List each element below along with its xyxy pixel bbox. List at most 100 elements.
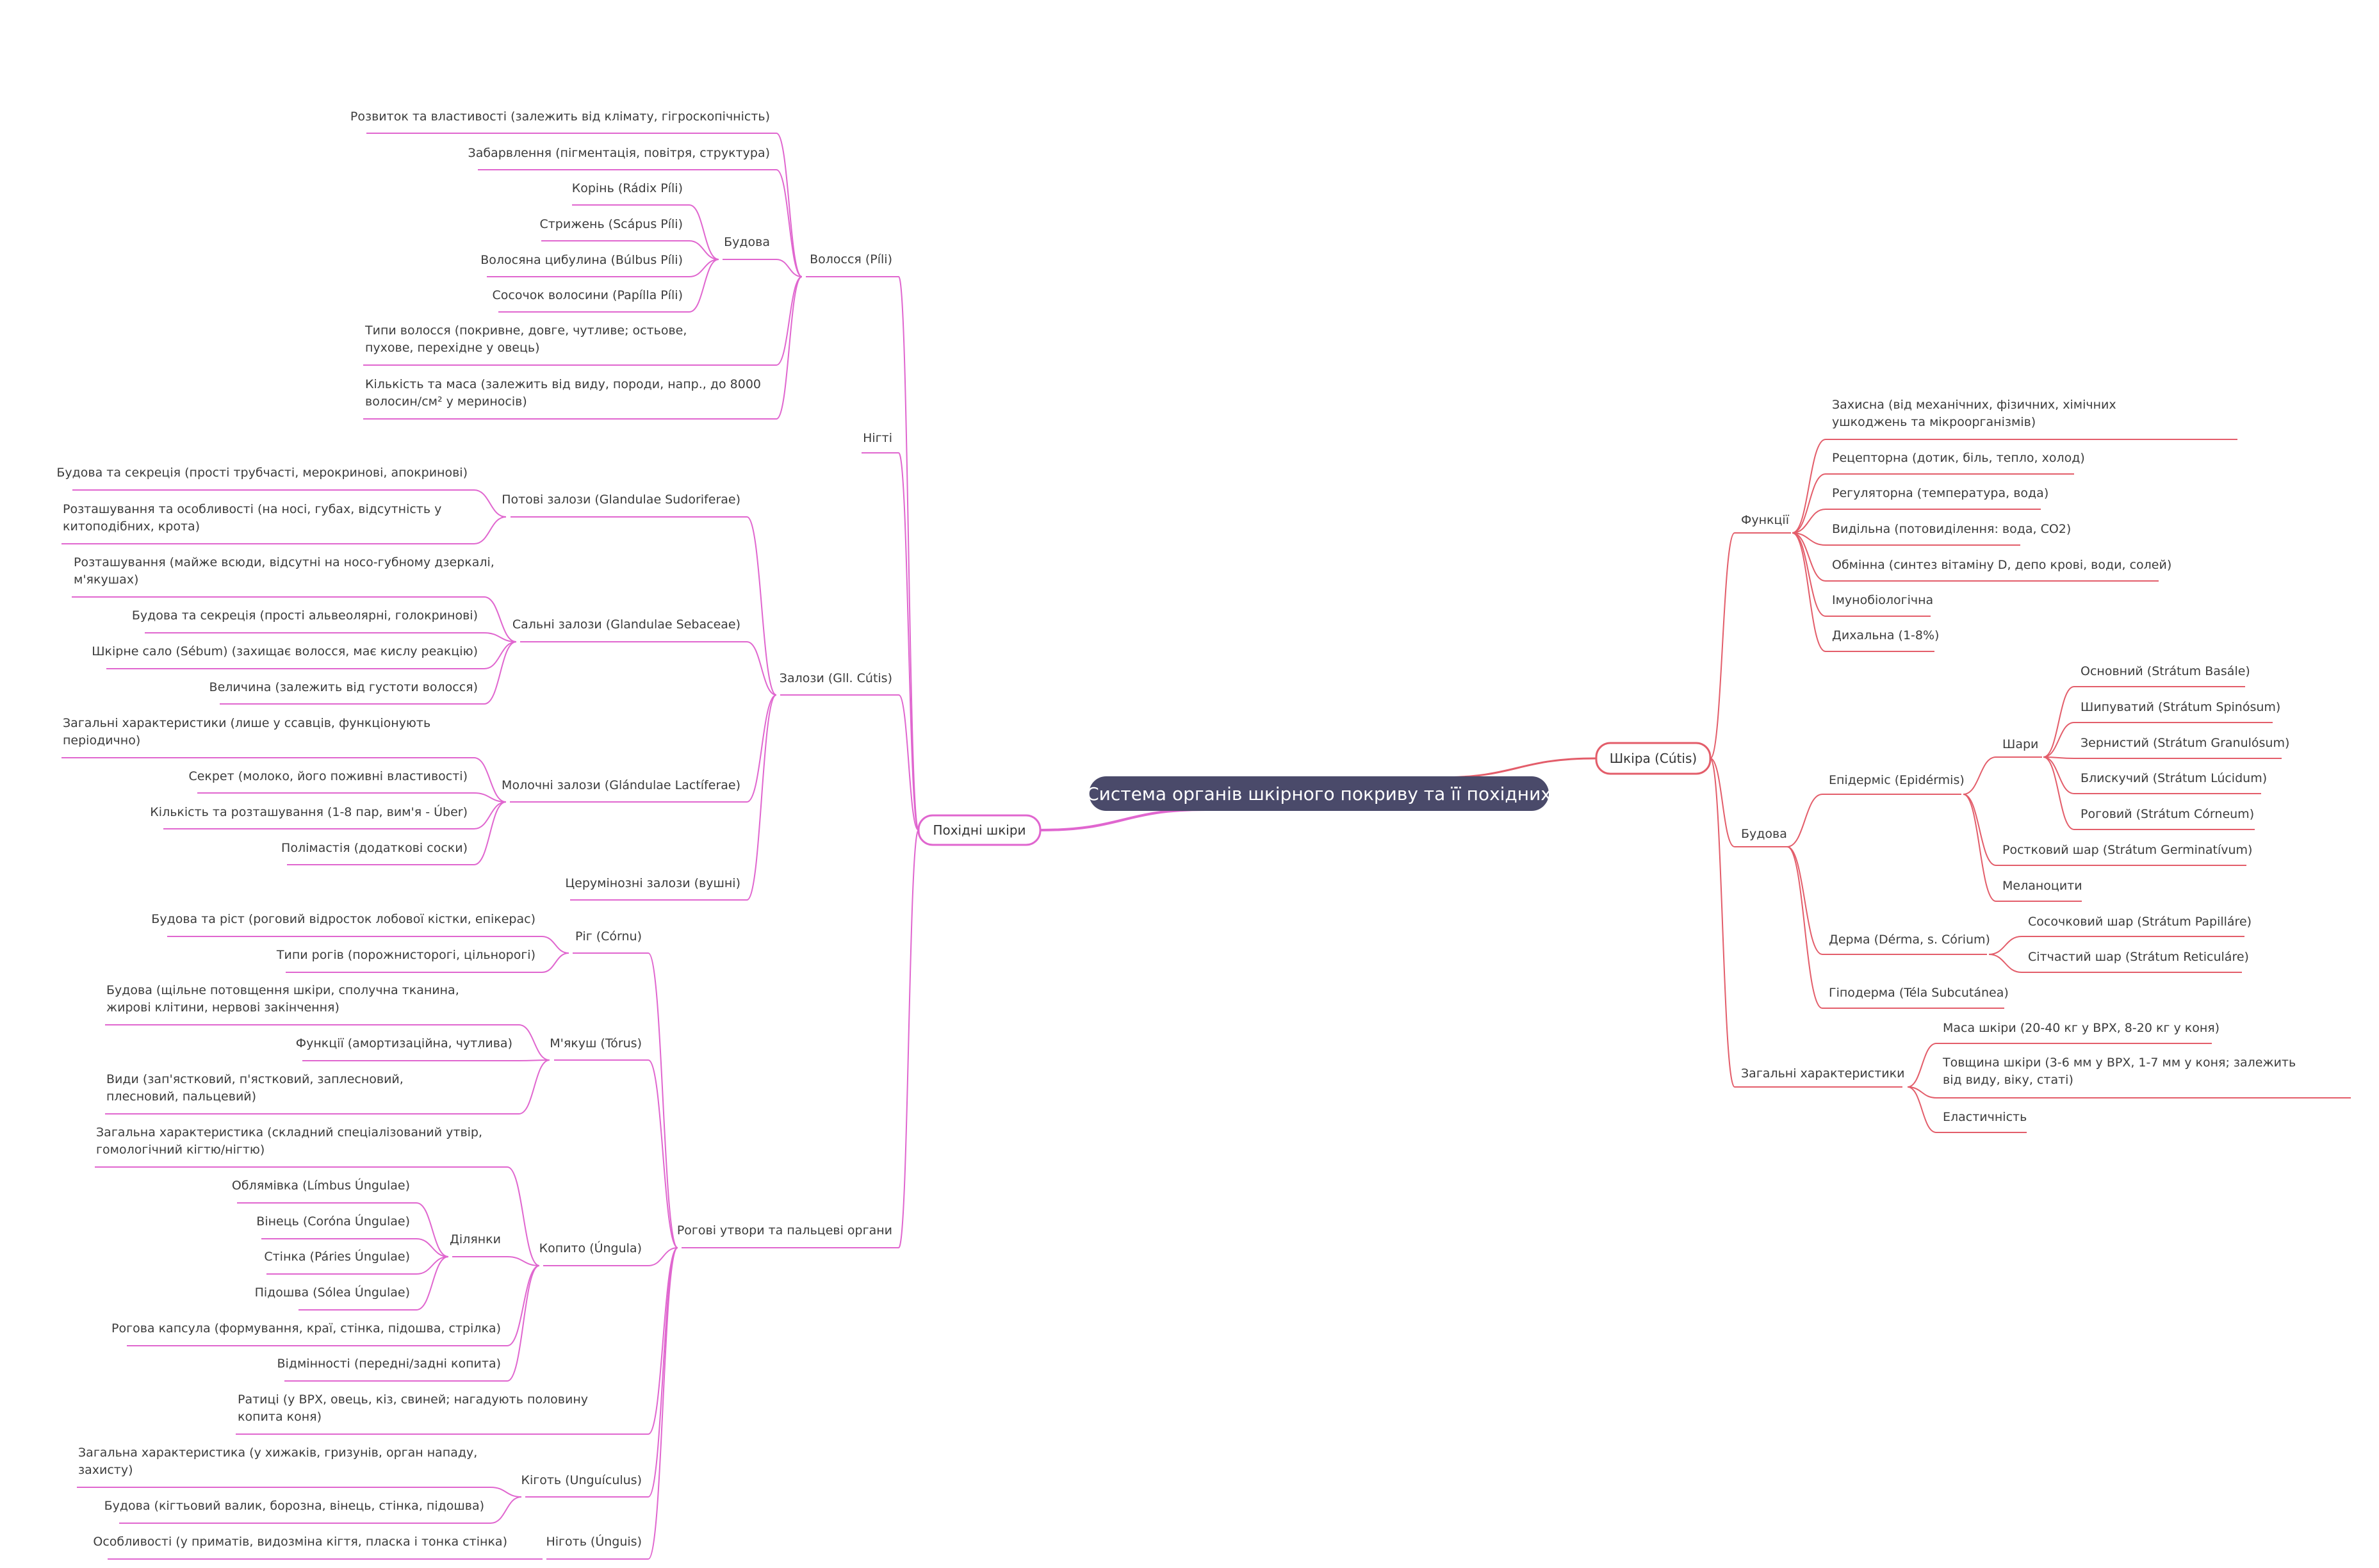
node-label: Регуляторна (температура, вода) <box>1832 486 2048 500</box>
node-layer: Система органів шкірного покриву та її п… <box>56 110 2296 1549</box>
node-розташування[interactable]: Розташування (майже всюди, відсутні на н… <box>74 555 495 587</box>
node-рецепторна[interactable]: Рецепторна (дотик, біль, тепло, холод) <box>1832 451 2085 465</box>
branch-skin-derivatives[interactable]: Похідні шкіри <box>917 814 1042 846</box>
node-label: Будова та секреція (прості трубчасті, ме… <box>56 466 468 480</box>
node-label: Шипуватий (Strátum Spinósum) <box>2081 700 2280 714</box>
node-label: Церумінозні залози (вушні) <box>565 876 740 890</box>
node-label: Імунобіологічна <box>1832 593 1933 607</box>
node-label-line: Типи волосся (покривне, довге, чутливе; … <box>364 323 687 338</box>
node-шкірне-сало[interactable]: Шкірне сало (Sébum) (захищає волосся, ма… <box>92 644 478 658</box>
node-відмінності[interactable]: Відмінності (передні/задні копита) <box>277 1357 502 1371</box>
node-будова-та-секреція[interactable]: Будова та секреція (прості альвеолярні, … <box>132 608 478 623</box>
node-будова-та-секреція[interactable]: Будова та секреція (прості трубчасті, ме… <box>56 466 468 480</box>
node-меланоцити[interactable]: Меланоцити <box>2002 879 2082 893</box>
node-label: Будова (щільне потовщення шкіри, сполучн… <box>106 983 459 1015</box>
node-загальні-характеристики[interactable]: Загальні характеристики <box>1741 1066 1904 1081</box>
node-волосяна-цибулина[interactable]: Волосяна цибулина (Búlbus Píli) <box>480 253 683 267</box>
connector-меланоцити <box>1963 794 1997 902</box>
connector-секрет <box>473 792 507 803</box>
connector-нігті <box>898 452 919 831</box>
node-будова[interactable]: Будова (кігтьовий валик, борозна, вінець… <box>104 1499 484 1513</box>
node-копито[interactable]: Копито (Úngula) <box>539 1240 642 1255</box>
connector-будова <box>1710 758 1735 847</box>
connector-root-шкіра <box>1437 757 1597 779</box>
node-величина[interactable]: Величина (залежить від густоти волосся) <box>209 680 478 694</box>
node-облямівка[interactable]: Облямівка (Límbus Úngulae) <box>232 1177 410 1193</box>
node-сітчастий-шар[interactable]: Сітчастий шар (Strátum Reticuláre) <box>2028 950 2249 964</box>
connector-ніготь <box>648 1247 678 1560</box>
node-захисна[interactable]: Захисна (від механічних, фізичних, хіміч… <box>1832 398 2116 429</box>
node-будова[interactable]: Будова <box>1741 827 1787 841</box>
node-загальна-характеристика[interactable]: Загальна характеристика (у хижаків, гриз… <box>78 1446 477 1477</box>
node-роговий[interactable]: Роговий (Strátum Córneum) <box>2081 807 2254 821</box>
node-label-line: копита коня) <box>238 1410 322 1424</box>
node-кількість-та-розташування[interactable]: Кількість та розташування (1-8 пар, вим'… <box>150 804 468 819</box>
node-особливості[interactable]: Особливості (у приматів, видозміна кігтя… <box>93 1535 507 1549</box>
node-забарвлення[interactable]: Забарвлення (пігментація, повітря, струк… <box>468 146 770 160</box>
node-залози[interactable]: Залози (Gll. Cútis) <box>780 671 892 685</box>
node-церумінозні-залози[interactable]: Церумінозні залози (вушні) <box>565 876 740 890</box>
node-label: Типи рогів (порожнисторогі, цільнорогі) <box>276 948 535 962</box>
node-ніготь[interactable]: Ніготь (Únguis) <box>546 1533 642 1549</box>
node-дихальна[interactable]: Дихальна (1-8%) <box>1832 628 1939 642</box>
node-дерма[interactable]: Дерма (Dérma, s. Córium) <box>1829 933 1990 947</box>
node-функції[interactable]: Функції (амортизаційна, чутлива) <box>296 1036 512 1050</box>
node-потові-залози[interactable]: Потові залози (Glandulae Sudoriferae) <box>502 493 740 507</box>
node-види[interactable]: Види (зап'ястковий, п'ястковий, заплесно… <box>106 1072 404 1104</box>
node-ріг[interactable]: Ріг (Córnu) <box>575 929 642 943</box>
node-шари[interactable]: Шари <box>2002 737 2038 751</box>
node-розташування-та-особливості[interactable]: Розташування та особливості (на носі, гу… <box>63 502 441 534</box>
node-товщина-шкіри[interactable]: Товщина шкіри (3-6 мм у ВРХ, 1-7 мм у ко… <box>1942 1056 2296 1087</box>
node-загальна-характеристика[interactable]: Загальна характеристика (складний спеціа… <box>96 1125 482 1157</box>
node-секрет[interactable]: Секрет (молоко, його поживні властивості… <box>188 769 468 783</box>
root-topic[interactable]: Система органів шкірного покриву та її п… <box>1086 776 1551 811</box>
node-розвиток-та-властивості[interactable]: Розвиток та властивості (залежить від кл… <box>350 110 770 124</box>
connector-дихальна <box>1792 532 1826 652</box>
node-молочні-залози[interactable]: Молочні залози (Glándulae Lactíferae) <box>502 778 740 792</box>
node-ратиці[interactable]: Ратиці (у ВРХ, овець, кіз, свиней; нагад… <box>238 1392 588 1424</box>
node-м-якуш[interactable]: М'якуш (Tórus) <box>550 1036 642 1050</box>
node-гіподерма[interactable]: Гіподерма (Téla Subcutánea) <box>1829 986 2009 1000</box>
node-стрижень[interactable]: Стрижень (Scápus Píli) <box>539 217 683 231</box>
node-label: Гіподерма (Téla Subcutánea) <box>1829 986 2009 1000</box>
node-кіготь[interactable]: Кіготь (Unguículus) <box>521 1473 642 1487</box>
connector-волосся <box>898 276 919 831</box>
node-основний[interactable]: Основний (Strátum Basále) <box>2081 664 2250 678</box>
connector-сальні-залози <box>746 641 777 696</box>
node-вінець[interactable]: Вінець (Coróna Úngulae) <box>256 1213 410 1229</box>
node-label: Епідерміс (Epidérmis) <box>1829 773 1965 787</box>
node-видільна[interactable]: Видільна (потовиділення: вода, CO2) <box>1832 522 2071 536</box>
node-ростковий-шар[interactable]: Ростковий шар (Strátum Germinatívum) <box>2002 843 2252 857</box>
node-імунобіологічна[interactable]: Імунобіологічна <box>1832 593 1933 607</box>
node-еластичність[interactable]: Еластичність <box>1943 1110 2027 1124</box>
node-типи-волосся[interactable]: Типи волосся (покривне, довге, чутливе; … <box>364 323 687 355</box>
node-ділянки[interactable]: Ділянки <box>450 1232 501 1246</box>
node-кількість-та-маса[interactable]: Кількість та маса (залежить від виду, по… <box>365 377 761 409</box>
node-полімастія[interactable]: Полімастія (додаткові соски) <box>281 841 468 855</box>
node-будова[interactable]: Будова (щільне потовщення шкіри, сполучн… <box>106 983 459 1015</box>
node-типи-рогів[interactable]: Типи рогів (порожнисторогі, цільнорогі) <box>276 948 535 962</box>
node-блискучий[interactable]: Блискучий (Strátum Lúcidum) <box>2081 771 2267 785</box>
node-зернистий[interactable]: Зернистий (Strátum Granulósum) <box>2081 736 2289 750</box>
node-будова[interactable]: Будова <box>724 235 770 249</box>
node-корінь[interactable]: Корінь (Rádix Píli) <box>572 181 683 195</box>
node-сосочковий-шар[interactable]: Сосочковий шар (Strátum Papilláre) <box>2028 915 2252 929</box>
branch-skin[interactable]: Шкіра (Cútis) <box>1595 742 1712 775</box>
node-стінка[interactable]: Стінка (Páries Úngulae) <box>264 1248 410 1264</box>
node-функції[interactable]: Функції <box>1741 513 1790 527</box>
node-епідерміс[interactable]: Епідерміс (Epidérmis) <box>1829 773 1965 787</box>
node-нігті[interactable]: Нігті <box>863 431 892 445</box>
node-шипуватий[interactable]: Шипуватий (Strátum Spinósum) <box>2081 700 2280 714</box>
node-волосся[interactable]: Волосся (Píli) <box>810 252 892 266</box>
node-обмінна[interactable]: Обмінна (синтез вітаміну D, депо крові, … <box>1832 558 2171 572</box>
node-загальні-характеристики[interactable]: Загальні характеристики (лише у ссавців,… <box>63 716 430 747</box>
node-сальні-залози[interactable]: Сальні залози (Glandulae Sebaceae) <box>512 617 740 632</box>
node-регуляторна[interactable]: Регуляторна (температура, вода) <box>1832 486 2048 500</box>
node-рогова-капсула[interactable]: Рогова капсула (формування, краї, стінка… <box>111 1321 501 1335</box>
node-рогові-утвори-та-пальцеві-органи[interactable]: Рогові утвори та пальцеві органи <box>677 1223 892 1237</box>
node-label: Основний (Strátum Basále) <box>2081 664 2250 678</box>
node-сосочок-волосини[interactable]: Сосочок волосини (Papílla Píli) <box>493 288 683 302</box>
node-будова-та-ріст[interactable]: Будова та ріст (роговий відросток лобово… <box>151 912 535 926</box>
node-підошва[interactable]: Підошва (Sólea Úngulae) <box>255 1284 410 1300</box>
node-маса-шкіри[interactable]: Маса шкіри (20-40 кг у ВРХ, 8-20 кг у ко… <box>1943 1021 2220 1035</box>
